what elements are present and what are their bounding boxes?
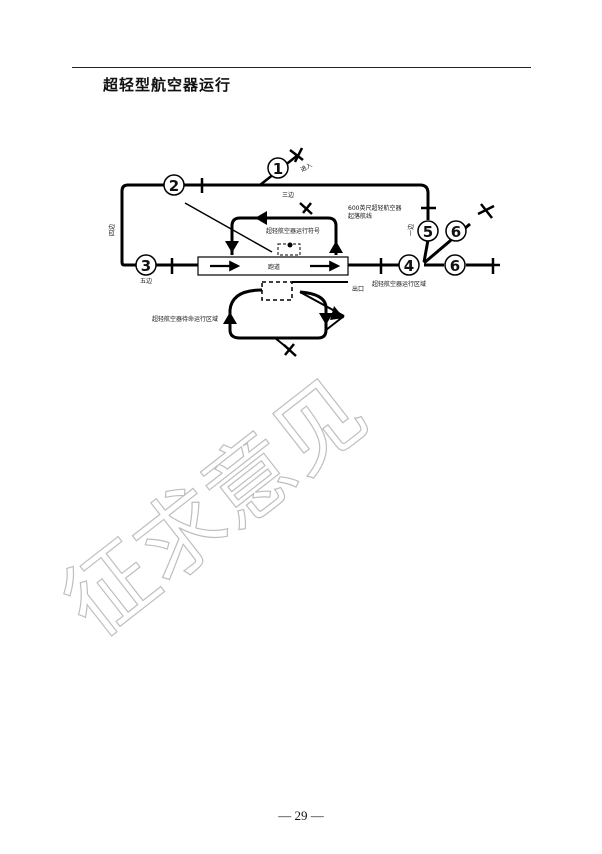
lower-entry-line bbox=[274, 337, 291, 351]
aircraft-icon bbox=[421, 202, 436, 216]
aircraft-icon bbox=[164, 258, 184, 274]
landing-note-line2: 起落航线 bbox=[348, 212, 372, 220]
base-leg-label: 五边 bbox=[140, 277, 152, 285]
lower-arrow-down bbox=[319, 313, 333, 325]
upwind-label: 一边 bbox=[407, 224, 415, 236]
position-marker-2: 2 bbox=[163, 174, 185, 196]
section-title: 超轻型航空器运行 bbox=[103, 76, 232, 94]
ultralight-area-label: 超轻航空器运行区域 bbox=[372, 280, 426, 288]
inner-upper-pattern bbox=[230, 216, 338, 255]
position-marker-5: 5 bbox=[417, 220, 439, 242]
lower-arrow-up bbox=[223, 312, 237, 324]
position-marker-6b: 6 bbox=[444, 254, 466, 276]
exit-label: 出口 bbox=[352, 285, 364, 293]
branch-to-5 bbox=[422, 239, 430, 263]
entry-label: 进入 bbox=[299, 161, 313, 174]
landing-note-line1: 600英尺超轻航空器 bbox=[348, 204, 401, 212]
runway-label: 跑道 bbox=[268, 263, 280, 271]
svg-text:3: 3 bbox=[141, 257, 151, 275]
standby-area-box bbox=[261, 281, 293, 301]
svg-text:6: 6 bbox=[450, 257, 460, 275]
inner-arrow-down bbox=[225, 241, 239, 253]
outer-pattern-line bbox=[120, 183, 430, 267]
signal-area-label: 超轻航空器运行符号 bbox=[266, 227, 320, 235]
svg-text:2: 2 bbox=[169, 177, 179, 195]
page-number: — 29 — bbox=[278, 808, 324, 823]
aircraft-icon bbox=[487, 258, 500, 274]
inner-arrow-left bbox=[255, 211, 267, 225]
signal-dot bbox=[287, 242, 293, 248]
svg-text:征求意见: 征求意见 bbox=[45, 359, 386, 657]
aircraft-icon bbox=[372, 258, 390, 274]
standby-area-label: 超轻航空器待命运行区域 bbox=[152, 315, 218, 323]
crosswind-label: 四边 bbox=[108, 224, 116, 236]
inner-arrow-up bbox=[329, 241, 343, 253]
entry-line-2 bbox=[184, 202, 273, 253]
position-marker-6a: 6 bbox=[445, 220, 467, 242]
header-rule bbox=[72, 67, 531, 68]
svg-text:1: 1 bbox=[273, 160, 283, 178]
position-marker-1: 1 bbox=[267, 157, 289, 179]
svg-text:4: 4 bbox=[404, 257, 414, 275]
aircraft-icon bbox=[477, 203, 495, 219]
lower-circuit bbox=[228, 288, 328, 340]
position-marker-3: 3 bbox=[135, 254, 157, 276]
watermark: 征求意见 bbox=[44, 358, 386, 657]
svg-text:5: 5 bbox=[423, 223, 433, 241]
downwind-label: 三边 bbox=[282, 191, 294, 199]
aircraft-icon bbox=[196, 178, 211, 193]
aircraft-icon bbox=[299, 202, 313, 215]
svg-text:6: 6 bbox=[451, 223, 461, 241]
position-marker-4: 4 bbox=[398, 254, 420, 276]
lower-exit-arrow bbox=[330, 306, 344, 320]
lower-exit-line-b bbox=[325, 315, 345, 331]
